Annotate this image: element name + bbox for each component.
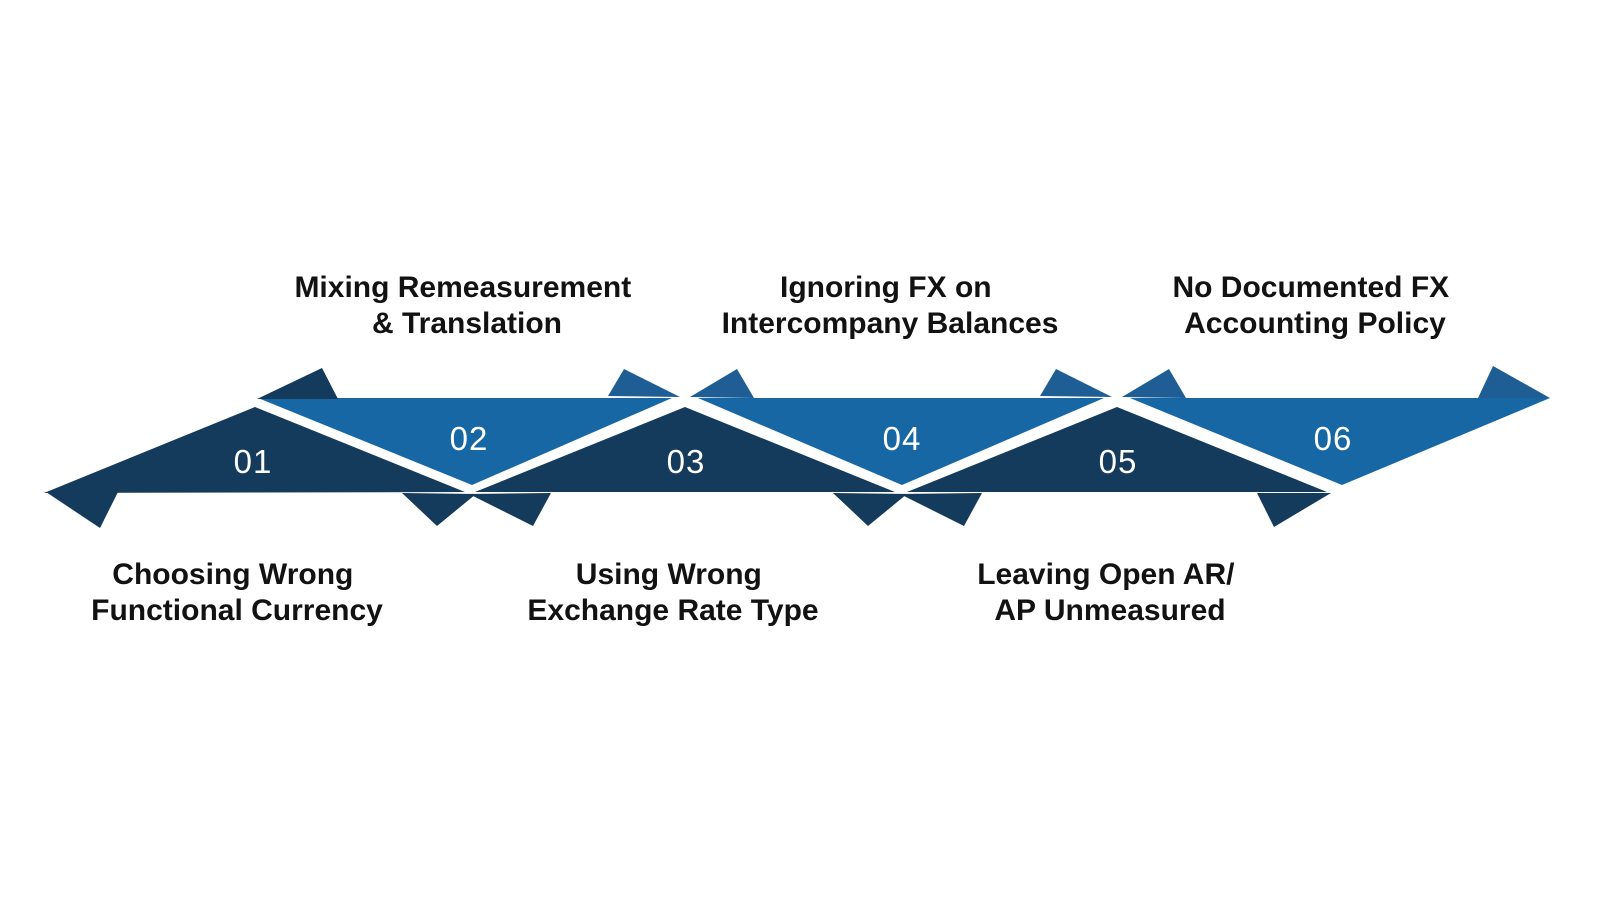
step-04-label: Ignoring FX on Intercompany Balances xyxy=(722,271,1059,340)
arrowhead-bottom-junction-03-right-icon xyxy=(900,493,982,526)
arrowhead-bottom-start-icon xyxy=(46,492,118,528)
step-01-label: Choosing Wrong Functional Currency xyxy=(91,558,383,627)
step-02-label-line2: & Translation xyxy=(372,307,562,340)
arrowhead-top-left-icon xyxy=(257,368,338,399)
step-03-triangle xyxy=(475,407,895,492)
step-05-label-line1: Leaving Open AR/ xyxy=(977,558,1235,591)
arrowhead-end-right-icon xyxy=(1478,366,1550,398)
step-03-label: Using Wrong Exchange Rate Type xyxy=(527,558,818,627)
arrowhead-bottom-junction-01-right-icon xyxy=(469,493,551,526)
step-06-triangle xyxy=(1130,398,1550,485)
step-06-label: No Documented FX Accounting Policy xyxy=(1172,271,1457,340)
step-03-label-line2: Exchange Rate Type xyxy=(527,594,818,627)
step-05-triangle xyxy=(907,407,1327,492)
step-05-label-line2: AP Unmeasured xyxy=(994,594,1225,627)
arrowhead-bottom-junction-03-left-icon xyxy=(833,493,907,526)
step-02-number: 02 xyxy=(450,420,489,457)
step-04-triangle xyxy=(698,398,1104,485)
step-01-number: 01 xyxy=(234,443,273,480)
step-05-number: 05 xyxy=(1099,443,1138,480)
step-01-label-line2: Functional Currency xyxy=(91,594,383,627)
step-05-label: Leaving Open AR/ AP Unmeasured xyxy=(977,558,1243,627)
step-06-number: 06 xyxy=(1314,420,1353,457)
step-02-triangle xyxy=(258,398,672,485)
arrowhead-top-junction-02-left-icon xyxy=(608,369,680,397)
step-03-label-line1: Using Wrong xyxy=(576,558,762,591)
step-04-label-line1: Ignoring FX on xyxy=(780,271,992,304)
arrowhead-top-junction-04-left-icon xyxy=(1040,369,1112,397)
step-04-label-line2: Intercompany Balances xyxy=(722,307,1059,340)
arrowhead-top-junction-02-right-icon xyxy=(690,369,754,398)
step-06-label-line1: No Documented FX xyxy=(1172,271,1449,304)
step-03-number: 03 xyxy=(667,443,706,480)
arrowhead-bottom-junction-01-left-icon xyxy=(402,493,476,526)
step-02-label-line1: Mixing Remeasurement xyxy=(294,271,631,304)
step-01-label-line1: Choosing Wrong xyxy=(112,558,353,591)
arrowhead-top-junction-04-right-icon xyxy=(1122,369,1186,398)
step-02-label: Mixing Remeasurement & Translation xyxy=(294,271,639,340)
step-06-label-line2: Accounting Policy xyxy=(1184,307,1446,340)
step-01-triangle xyxy=(44,407,465,493)
arrowhead-bottom-junction-05-icon xyxy=(1257,493,1331,527)
step-04-number: 04 xyxy=(883,420,922,457)
